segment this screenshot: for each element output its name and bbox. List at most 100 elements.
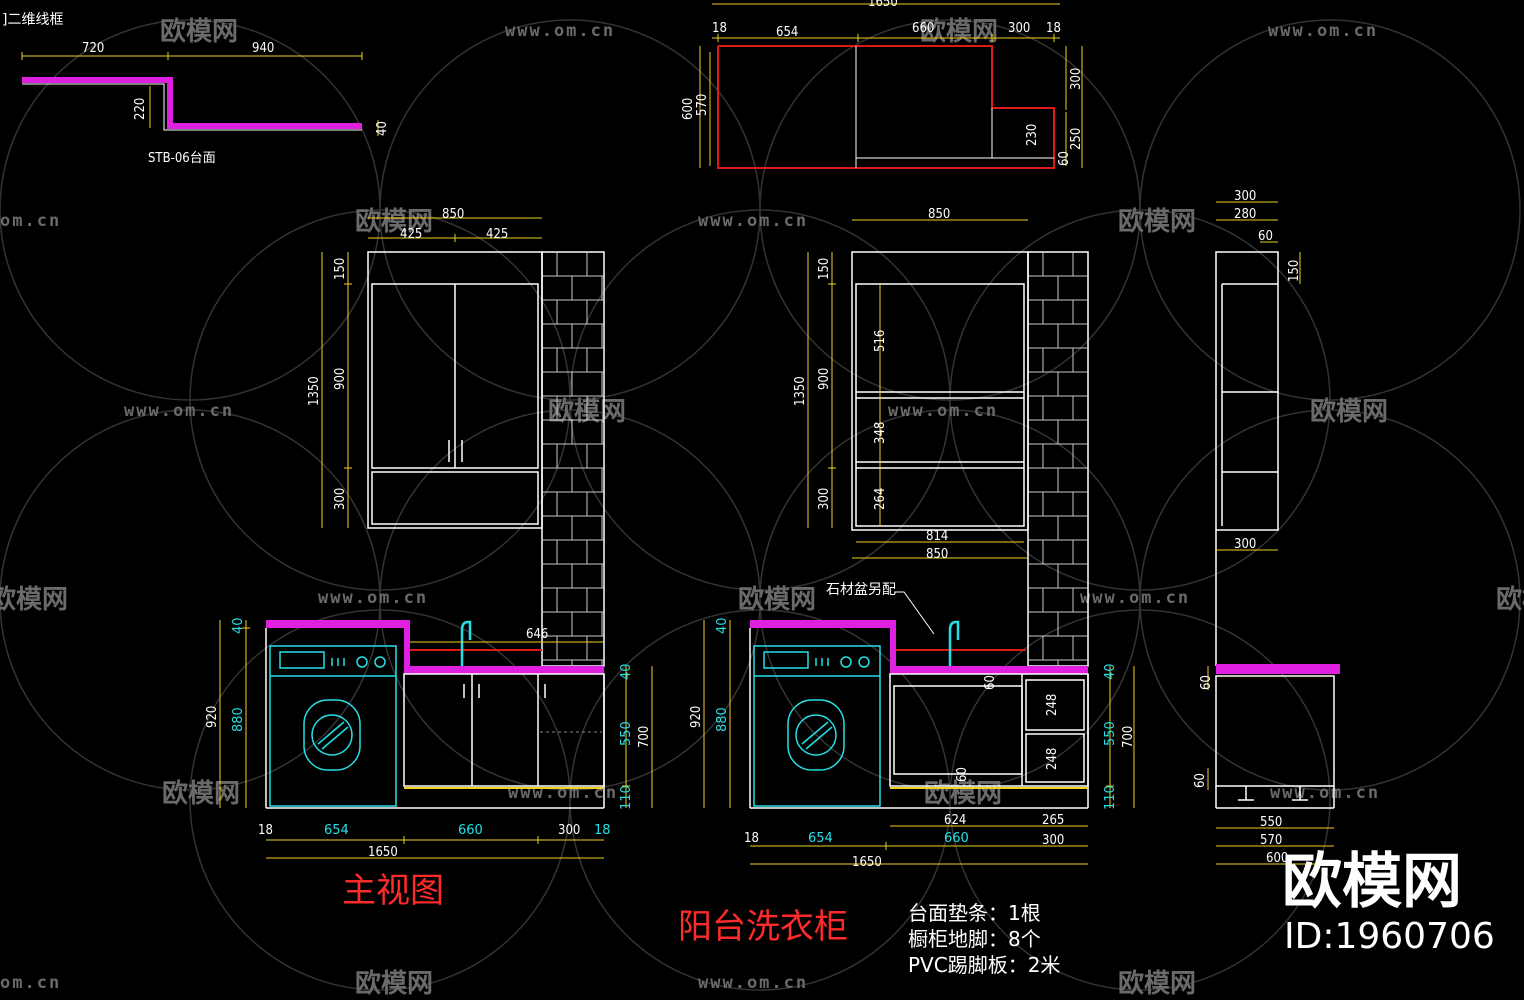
note-line: 橱柜地脚：8个	[908, 927, 1041, 951]
countertop-slab	[266, 620, 604, 674]
dim-label: 300	[817, 488, 832, 510]
dim-label: 18	[594, 823, 611, 838]
dim-label: 1650	[852, 855, 882, 870]
tall-shelf-profile	[1215, 251, 1335, 809]
dim-label: 150	[817, 258, 832, 280]
brick-pattern	[1028, 252, 1088, 666]
dim-label: 40	[1103, 663, 1118, 680]
dim-label: 250	[1069, 128, 1084, 150]
dim-label: 624	[944, 813, 966, 828]
leveling-feet-icon	[1238, 786, 1308, 801]
dim-label: 150	[333, 258, 348, 280]
dim-label: 850	[928, 207, 950, 222]
dim-label: 18	[258, 823, 273, 838]
dim-label: 300	[1069, 68, 1084, 90]
dim-label: 60	[1057, 151, 1072, 166]
dim-label: 1350	[307, 376, 322, 406]
dim-label: 40	[619, 663, 634, 680]
dim-label: 700	[1121, 726, 1136, 748]
dim-label: 150	[1287, 260, 1302, 282]
dim-label: 248	[1045, 748, 1060, 770]
dim-label: 600	[681, 98, 696, 120]
dim-label: 880	[231, 707, 246, 732]
dim-label: 40	[715, 617, 730, 634]
material-notes: 台面垫条：1根 橱柜地脚：8个 PVC踢脚板：2米	[908, 901, 1060, 977]
watermark-brand: 欧模网	[160, 16, 238, 47]
dim-label: 660	[944, 831, 969, 846]
dim-label: 425	[400, 227, 422, 242]
faucet-icon	[460, 620, 472, 666]
dim-label: 300	[333, 488, 348, 510]
dim-label: 516	[873, 330, 888, 352]
watermark-url: om.cn	[0, 211, 61, 231]
dim-label: 300	[558, 823, 580, 838]
dim-label: 550	[619, 721, 634, 746]
dim-label: 1350	[793, 376, 808, 406]
dim-label: 60	[1193, 773, 1208, 788]
countertop-label: STB-06台面	[148, 151, 216, 166]
dim-label: 660	[912, 21, 934, 36]
side-dimension-lines	[703, 219, 1135, 865]
dim-label: 920	[689, 706, 704, 728]
front-view-title: 主视图	[342, 871, 444, 911]
watermark-brand: 欧模网	[1310, 396, 1388, 427]
dim-label: 300	[1042, 833, 1064, 848]
countertop-profile: 720 940 220 40 STB-06台面	[21, 41, 390, 166]
end-dimension-lines	[1207, 201, 1340, 865]
watermark-texts: 欧模网 www.om.cn 欧模网 www.om.cn om.cn 欧模网 ww…	[0, 16, 1524, 999]
brand-mark: 欧模网 ID:1960706	[1282, 847, 1495, 957]
washing-machine-icon	[753, 645, 881, 807]
dim-label: 280	[1234, 207, 1256, 222]
balcony-view-title: 阳台洗衣柜	[678, 907, 848, 947]
dim-label: 60	[983, 675, 998, 690]
brick-wall	[541, 251, 605, 667]
dim-label: 60	[955, 767, 970, 782]
watermark-url: www.om.cn	[1268, 21, 1378, 41]
front-elevation: 850 425 425 150 1350 900 300 40 920 880 …	[205, 207, 653, 911]
dim-label: 814	[926, 529, 948, 544]
dim-label: 700	[637, 726, 652, 748]
dim-label: 265	[1042, 813, 1064, 828]
balcony-elevation: 石材盆另配 850 150 1350 900 300 40 920	[678, 207, 1136, 947]
top-plan-view: 1650 18 654 660 300 18 600 570 300 230 2…	[681, 0, 1084, 169]
watermark-url: www.om.cn	[698, 973, 808, 993]
dim-label: 550	[1260, 815, 1282, 830]
open-shelf-unit	[851, 251, 1029, 531]
dim-label: 348	[873, 422, 888, 444]
dim-label: 40	[375, 121, 390, 136]
countertop-slab	[750, 620, 1088, 674]
dim-label: 18	[712, 21, 727, 36]
dim-label: 660	[458, 823, 483, 838]
watermark-url: www.om.cn	[318, 588, 428, 608]
dim-label: 940	[252, 41, 274, 56]
watermark-brand: 欧模网	[1496, 584, 1524, 615]
watermark-pattern	[0, 19, 1521, 991]
watermark-url: www.om.cn	[124, 401, 234, 421]
model-id: ID:1960706	[1284, 916, 1495, 957]
dim-label: 920	[205, 706, 220, 728]
watermark-brand: 欧模网	[355, 968, 433, 999]
dim-label: 654	[808, 831, 833, 846]
dim-label: 18	[744, 831, 759, 846]
dim-label: 60	[1199, 675, 1214, 690]
dim-label: 850	[926, 547, 948, 562]
watermark-url: www.om.cn	[698, 211, 808, 231]
dim-label: 425	[486, 227, 508, 242]
watermark-brand: 欧模网	[355, 206, 433, 237]
watermark-brand: 欧模网	[162, 778, 240, 809]
dim-label: 880	[715, 707, 730, 732]
base-cabinet	[749, 628, 1089, 809]
dim-label: 264	[873, 488, 888, 510]
dim-label: 646	[526, 627, 548, 642]
upper-cabinet	[367, 251, 543, 529]
brick-wall	[1027, 251, 1089, 667]
viewport-label[interactable]: ]二维线框	[2, 12, 63, 28]
watermark-url: www.om.cn	[1080, 588, 1190, 608]
dim-label: 110	[1103, 785, 1118, 810]
watermark-url: om.cn	[0, 973, 61, 993]
dim-label: 570	[1260, 833, 1282, 848]
note-line: 台面垫条：1根	[908, 901, 1041, 925]
dim-label: 230	[1025, 124, 1040, 146]
washing-machine-icon	[269, 645, 397, 807]
